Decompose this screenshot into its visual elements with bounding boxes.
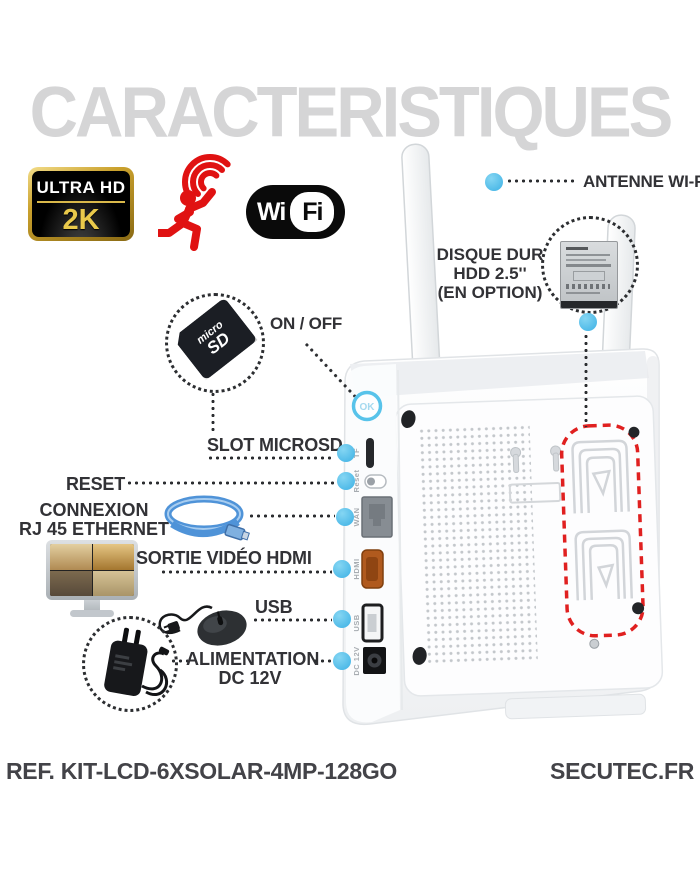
label-ethernet: CONNEXION RJ 45 ETHERNET (18, 500, 170, 539)
svg-text:OK: OK (360, 402, 376, 413)
vent-grid (417, 421, 538, 664)
callout-dot-microsd (337, 444, 355, 462)
port-label-tf: TF (352, 448, 361, 458)
page-title: CARACTERISTIQUES (29, 72, 674, 153)
label-power: ALIMENTATION DC 12V (186, 649, 320, 688)
brand-name: SECUTEC.FR (550, 758, 694, 784)
dotted-connector-antenna (506, 179, 576, 183)
ultra-hd-label: ULTRA HD (36, 178, 126, 203)
label-on-off: ON / OFF (270, 314, 343, 333)
dotted-connector-microsd (211, 391, 215, 433)
dotted-connector-hdmi (160, 570, 332, 574)
hdmi-port[interactable] (361, 549, 384, 589)
keyhole-mounts (510, 445, 562, 473)
port-label-reset: Reset (352, 470, 361, 493)
wifi-fi-text: Fi (290, 192, 335, 232)
dotted-connector-power-left (170, 659, 188, 663)
label-hdd: DISQUE DUR HDD 2.5'' (EN OPTION) (436, 245, 544, 302)
label-hdmi: SORTIE VIDÉO HDMI (136, 548, 312, 568)
port-label-hdmi: HDMI (352, 558, 361, 579)
callout-dot-hdd (579, 313, 597, 331)
label-slot-microsd: SLOT MICROSD (207, 435, 343, 455)
monitor-icon (46, 540, 138, 600)
tf-card-slot[interactable] (366, 438, 374, 468)
port-label-wan: WAN (352, 508, 361, 527)
stand-slot (504, 693, 647, 720)
callout-dot-hdmi (333, 560, 351, 578)
label-antenna: ANTENNE WI-FI (583, 172, 700, 191)
dotted-connector-power-right (312, 659, 332, 663)
panel-recess (508, 481, 562, 504)
screws (401, 410, 645, 665)
wifi-wi-text: Wi (257, 197, 286, 226)
ethernet-cable-icon (164, 495, 250, 541)
callout-dot-ethernet (336, 508, 354, 526)
callout-dot-antenna (485, 173, 503, 191)
product-reference: REF. KIT-LCD-6XSOLAR-4MP-128GO (6, 758, 397, 784)
callout-dot-reset (337, 472, 355, 490)
dotted-connector-slot-microsd (207, 456, 335, 460)
port-label-usb: USB (352, 614, 361, 631)
callout-dot-usb (333, 610, 351, 628)
wan-ethernet-port[interactable] (361, 496, 393, 538)
label-usb: USB (255, 597, 293, 617)
dotted-connector-usb (252, 618, 332, 622)
device-back-panel (394, 395, 664, 720)
hard-drive-image (560, 241, 618, 309)
hdd-bay-highlight (559, 423, 645, 638)
usb-port[interactable] (361, 603, 384, 643)
hdd-brackets (571, 439, 634, 601)
monitor-screen (50, 544, 134, 596)
dc-power-jack[interactable] (363, 647, 386, 674)
label-reset: RESET (66, 474, 126, 494)
reset-switch[interactable] (364, 474, 387, 489)
motion-detection-icon (158, 154, 231, 251)
ultra-hd-badge-inner: ULTRA HD 2K (32, 171, 130, 237)
monitor-base (70, 610, 114, 617)
2k-label: 2K (62, 204, 100, 236)
dotted-connector-reset (126, 481, 335, 485)
dotted-circle-power (82, 616, 178, 712)
callout-dot-power (333, 652, 351, 670)
ok-button[interactable]: OK (351, 390, 383, 422)
wifi-badge: Wi Fi (246, 185, 345, 239)
dotted-circle-hdd (541, 216, 639, 314)
power-adapter-icon (104, 627, 170, 696)
monitor-stand (84, 600, 100, 611)
port-label-dc: DC 12V (352, 646, 361, 675)
dotted-circle-microsd (165, 293, 265, 393)
nvr-device: OK (342, 143, 664, 726)
dotted-connector-ethernet (248, 514, 335, 518)
dotted-connector-hdd (584, 333, 588, 427)
device-port-panel: OK (346, 364, 403, 723)
ultra-hd-2k-badge: ULTRA HD 2K (28, 167, 134, 241)
